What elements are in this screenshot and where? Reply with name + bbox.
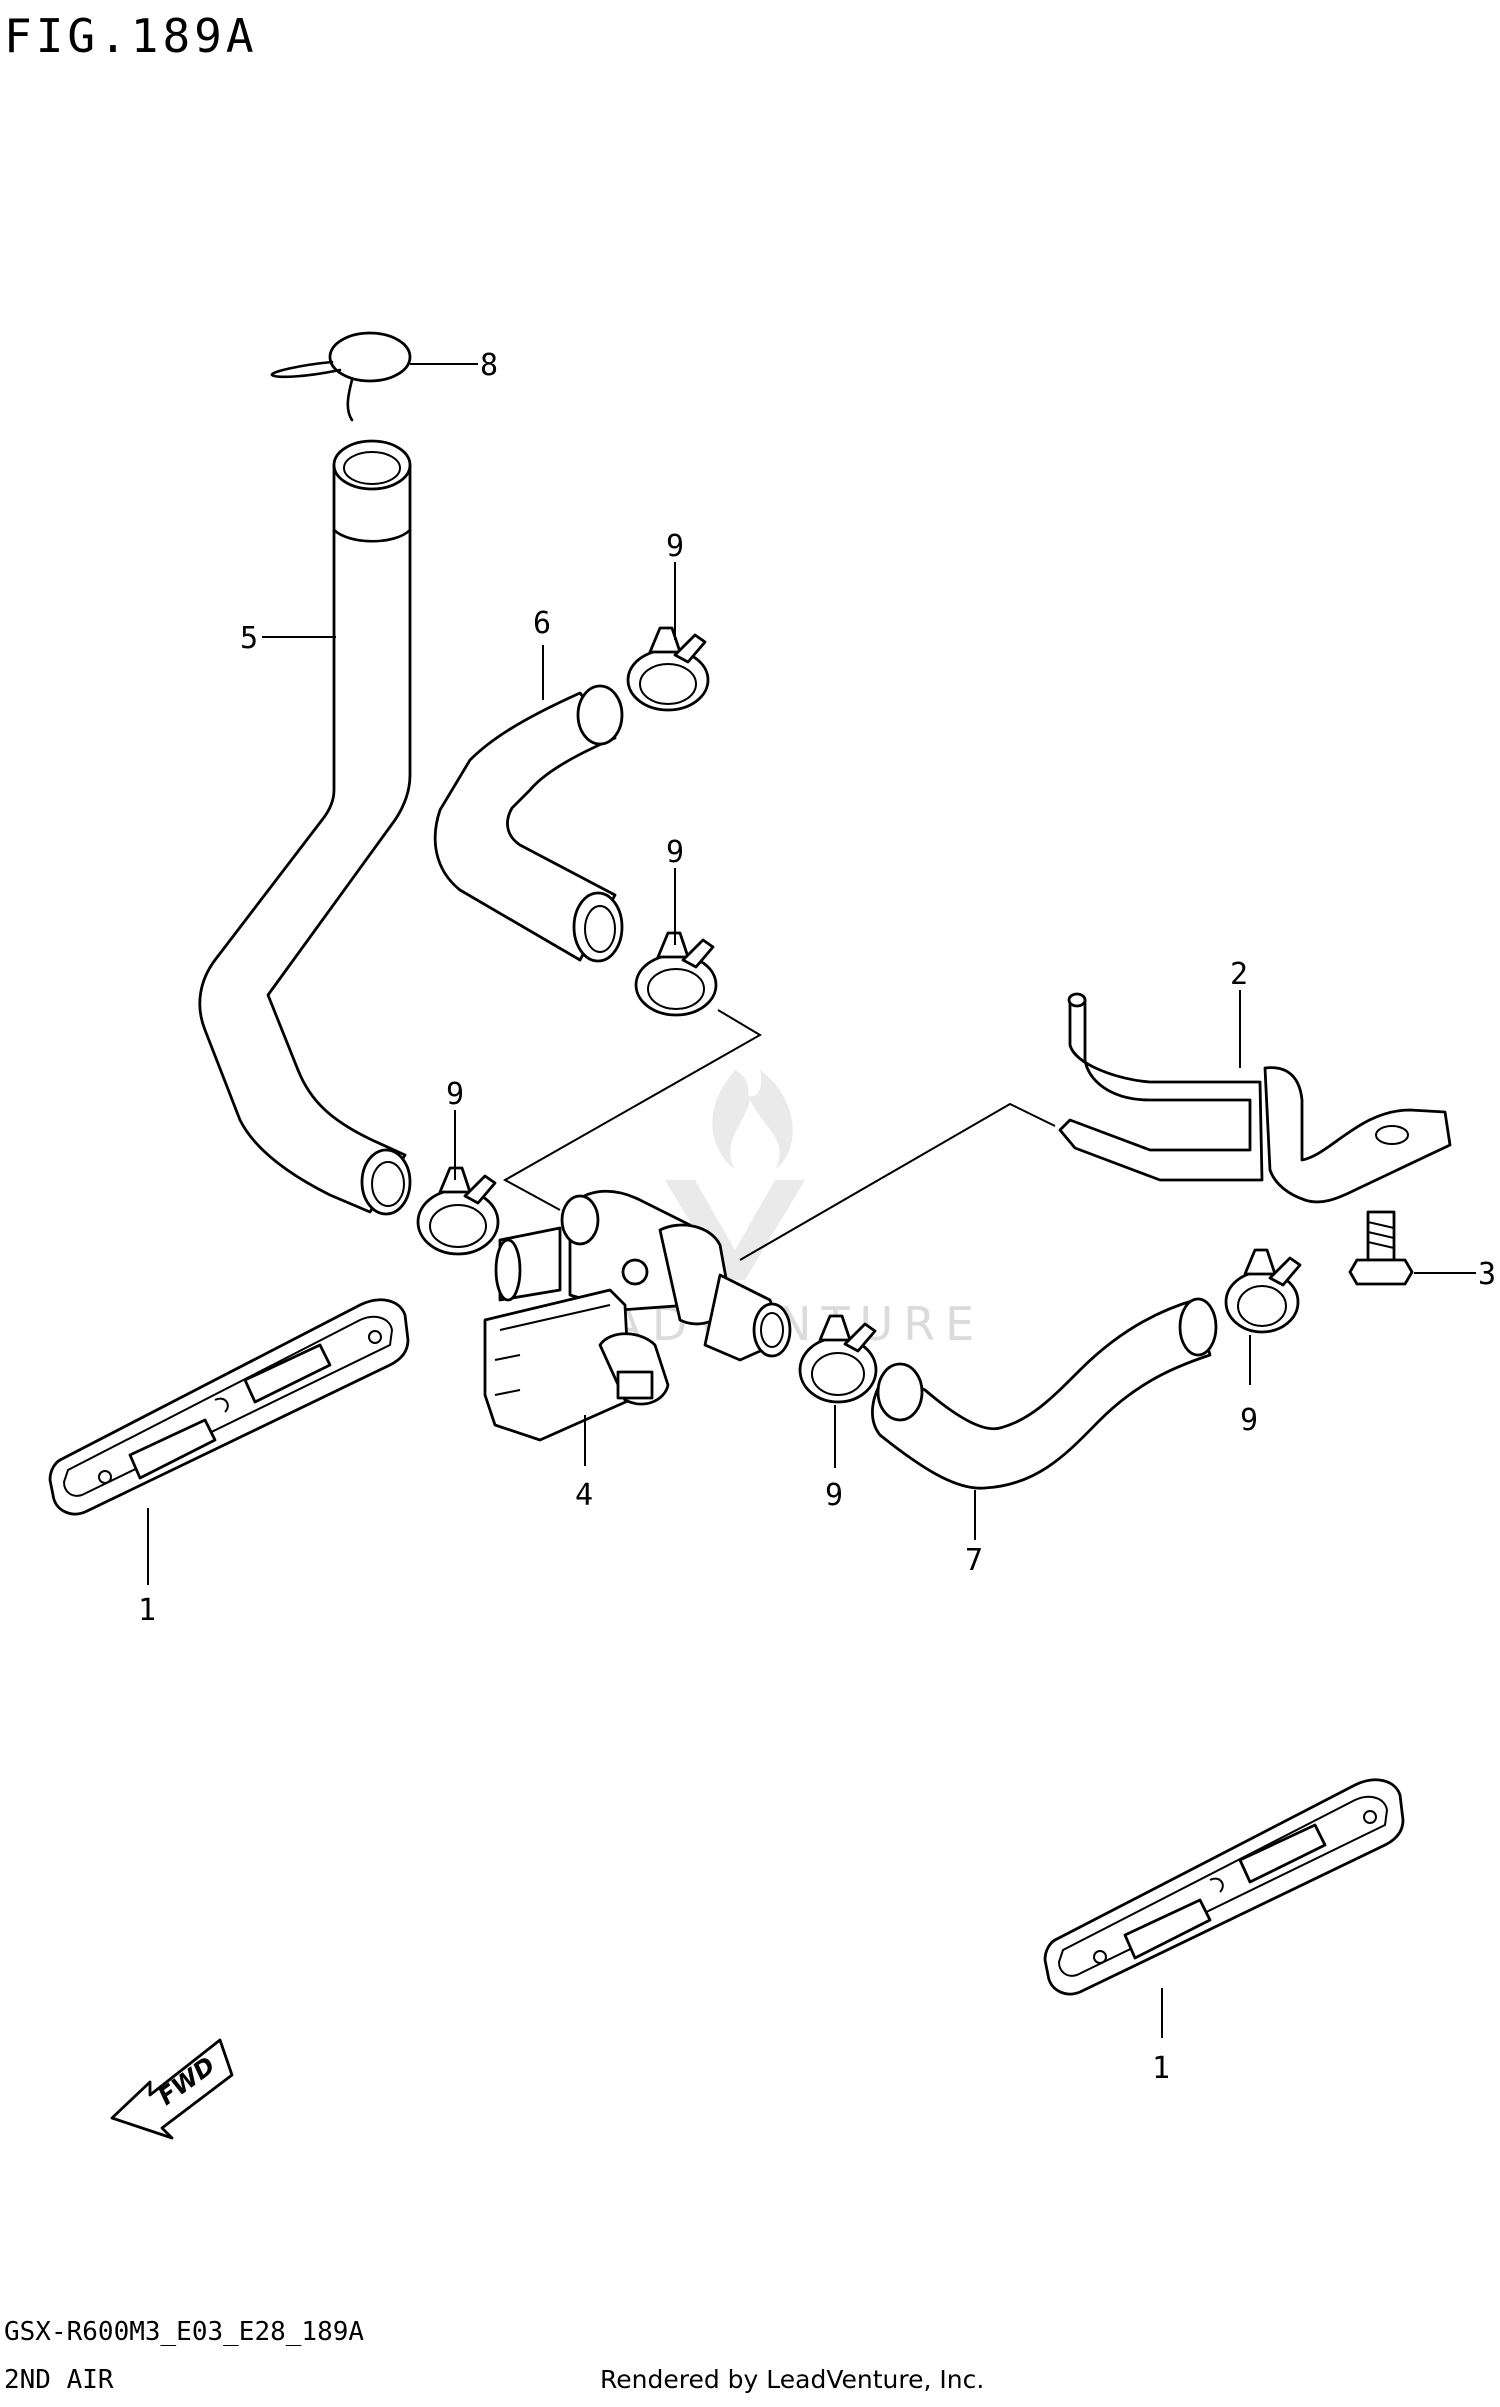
callout-6: 6 [533,606,551,641]
part-6-hose [433,645,624,963]
v-mark [665,1180,805,1280]
callout-8: 8 [480,348,498,383]
clamp-9-mid [634,868,718,1017]
model-code: GSX-R600M3_E03_E28_189A [4,2317,364,2347]
callout-4: 4 [575,1478,593,1513]
part-5-hose [198,439,412,1216]
figure-title: FIG.189A [4,9,258,63]
credit: Rendered by LeadVenture, Inc. [600,2365,984,2394]
assembly-guide-lines [502,1009,1056,1261]
callout-7: 7 [965,1543,983,1578]
part-1-plate-left [48,1298,410,1585]
clamp-9-top [626,562,710,712]
callout-1-left: 1 [138,1593,156,1628]
callout-9-right: 9 [1240,1403,1258,1438]
callout-9-top: 9 [666,529,684,564]
section-name: 2ND AIR [4,2365,114,2395]
fwd-arrow: FWD [110,2038,234,2140]
callout-9-bottom: 9 [825,1478,843,1513]
part-7-hose [871,1297,1218,1540]
callout-2: 2 [1230,957,1248,992]
flame-icon [712,1070,793,1170]
callout-9-mid: 9 [666,835,684,870]
callout-9-left: 9 [446,1077,464,1112]
part-1-plate-right [1043,1778,1405,2038]
callout-3: 3 [1478,1257,1496,1292]
part-4-valve [483,1189,792,1466]
part-2-pipe [1058,990,1452,1204]
clamp-9-left [416,1110,500,1256]
callout-1-right: 1 [1152,2051,1170,2086]
callout-5: 5 [240,621,258,656]
clamp-9-bottom [798,1314,878,1468]
part-8-clip [270,331,478,422]
clamp-9-right [1224,1248,1302,1385]
part-3-bolt [1348,1210,1476,1286]
